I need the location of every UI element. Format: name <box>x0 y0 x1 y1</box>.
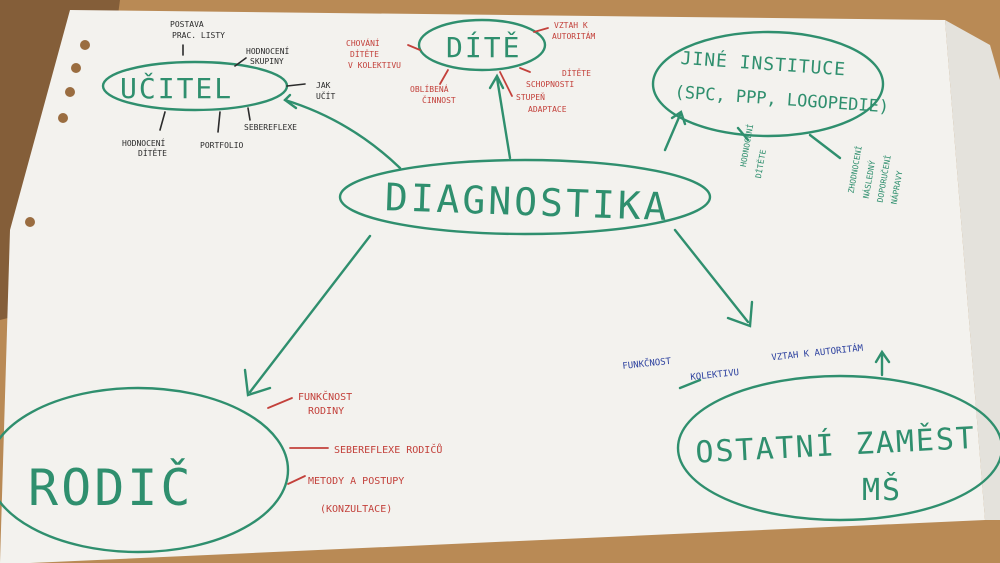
arrow-sebereflexe <box>247 107 251 121</box>
arrow-to-ostatni <box>673 228 750 324</box>
arrow-schopnosti <box>519 67 531 73</box>
arrow-funkcnost <box>267 397 293 409</box>
rodic-item: (KONZULTACE) <box>320 504 392 515</box>
dite-item: SCHOPNOSTI <box>526 80 574 89</box>
instituce-ellipse <box>651 30 885 138</box>
arrow-kolektivu <box>678 378 702 390</box>
arrow-to-instituce <box>663 113 682 152</box>
arrow-oblibena <box>439 69 449 85</box>
ucitel-item: PRAC. LISTY <box>172 31 225 40</box>
arrow-to-ostatni-head <box>726 300 754 328</box>
arrow-adaptace <box>499 71 513 97</box>
ucitel-item: UČÍT <box>316 90 335 101</box>
dite-item: DÍTĚTE <box>562 67 591 78</box>
ucitel-item: POSTAVA <box>170 20 204 29</box>
arrow-chovani <box>407 44 421 51</box>
arrow-zhodnoceni <box>808 133 842 160</box>
arrow-hodnoceni-ditete <box>159 111 166 131</box>
dite-item: ADAPTACE <box>528 105 567 114</box>
dite-title: DÍTĚ <box>446 30 521 64</box>
dite-item: OBLÍBENÁ <box>410 83 449 94</box>
ucitel-item: PORTFOLIO <box>200 141 244 150</box>
rodic-item: FUNKČNOST <box>298 390 352 403</box>
ostatni-ellipse <box>676 374 1000 522</box>
arrow-jak-ucit <box>286 83 306 87</box>
arrow-portfolio <box>217 111 221 133</box>
paper-sheet <box>0 10 985 563</box>
ucitel-title: UČITEL <box>120 71 233 105</box>
arrow-to-ucitel <box>283 98 402 170</box>
rodic-ellipse <box>0 386 290 554</box>
arrow-to-ucitel-head <box>283 93 298 110</box>
arrow-to-rodic-head <box>243 368 272 397</box>
dite-item: ČINNOST <box>422 94 456 105</box>
dite-ellipse <box>417 18 547 72</box>
arrow-hodnoceni <box>736 126 750 142</box>
paper-fold <box>945 20 1000 520</box>
ucitel-item: HODNOCENÍ <box>122 137 166 148</box>
arrow-metody <box>287 475 306 485</box>
ucitel-item: HODNOCENÍ <box>246 45 290 56</box>
dite-item: AUTORITÁM <box>552 30 596 41</box>
arrow-to-instituce-head <box>670 110 687 126</box>
punch-holes <box>25 40 90 227</box>
arrow-to-dite-head <box>488 73 505 90</box>
diagnostika-ellipse <box>338 158 712 236</box>
ucitel-item: JAK <box>316 81 331 90</box>
arrow-to-rodic <box>248 234 372 394</box>
dite-item: V KOLEKTIVU <box>348 61 401 70</box>
rodic-item: RODINY <box>308 406 344 417</box>
arrow-hodnoceni-skupiny <box>234 57 247 67</box>
dite-item: DÍTĚTE <box>350 48 379 59</box>
ostatni-title-line2: MŠ <box>862 471 902 508</box>
diagnostika-title: DIAGNOSTIKA <box>384 175 670 229</box>
rodic-title: RODIČ <box>28 458 194 517</box>
rodic-item: SEBEREFLEXE RODIČŮ <box>334 443 442 456</box>
dite-item: STUPEŇ <box>516 91 545 102</box>
arrow-vztah <box>533 27 549 33</box>
rodic-item: METODY A POSTUPY <box>308 476 404 487</box>
ucitel-item: SEBEREFLEXE <box>244 123 297 132</box>
dite-item: CHOVÁNÍ <box>346 37 380 48</box>
arrow-autoritam-head <box>874 349 891 364</box>
ucitel-item: DÍTĚTE <box>138 147 167 158</box>
dite-item: VZTAH K <box>554 21 588 30</box>
ucitel-item: SKUPINY <box>250 57 284 66</box>
arrow-to-dite <box>495 76 512 160</box>
